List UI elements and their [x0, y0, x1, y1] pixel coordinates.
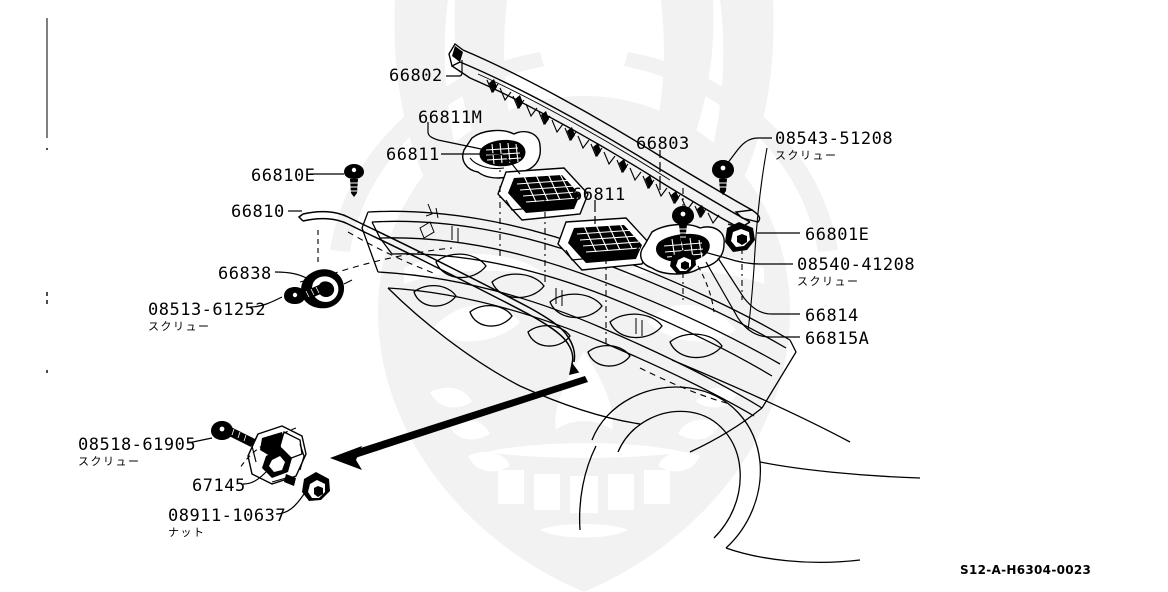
part-number: 66801E — [805, 225, 870, 245]
fender-wheel-arch — [578, 359, 921, 563]
part-kana-screw: スクリュー — [78, 454, 141, 468]
part-67145-striker-bracket — [247, 425, 307, 486]
assembly-direction-arrow — [330, 376, 588, 470]
part-number: 66814 — [805, 306, 859, 326]
label-67145: 67145 — [192, 476, 246, 496]
label-08540-41208: 08540-41208 スクリュー — [797, 255, 916, 288]
fastener-08911-nut — [302, 472, 330, 501]
leader-lines — [187, 60, 800, 515]
label-08911-10637: 08911-10637 ナット — [168, 506, 287, 539]
part-number: 66810E — [251, 166, 316, 186]
cowl-grille-assembly — [448, 42, 761, 229]
fastener-08518-screw — [211, 421, 255, 447]
part-number: 08518-61905 — [78, 435, 197, 455]
part-66801E-clip — [725, 222, 755, 252]
fastener-66810E-screw — [344, 164, 364, 197]
background-watermark — [330, 0, 838, 592]
fastener-08513-screw — [284, 284, 325, 304]
label-66814: 66814 — [805, 306, 859, 326]
fastener-08540-screw — [670, 206, 696, 274]
label-66811M: 66811M — [418, 108, 483, 128]
part-number: 66802 — [389, 66, 443, 86]
part-kana-screw: スクリュー — [775, 148, 838, 162]
part-number: 66810 — [231, 202, 285, 222]
part-number: 66815A — [805, 329, 870, 349]
label-08513-61252: 08513-61252 スクリュー — [148, 300, 267, 333]
part-number: 08513-61252 — [148, 300, 267, 320]
label-66810E: 66810E — [251, 166, 316, 186]
label-66803: 66803 — [636, 134, 690, 154]
label-66815A: 66815A — [805, 329, 870, 349]
part-66811-louver-middle — [557, 217, 651, 271]
label-66802: 66802 — [389, 66, 443, 86]
part-number: 66811 — [386, 145, 440, 165]
diagram-footer-code: S12-A-H6304-0023 — [960, 563, 1092, 577]
part-number: 66838 — [218, 264, 272, 284]
part-66811-louver-right — [640, 223, 725, 275]
part-66810-hose — [297, 210, 580, 376]
label-08543-51208: 08543-51208 スクリュー — [775, 129, 894, 162]
fastener-08543-screw — [712, 160, 734, 195]
part-number: 66811M — [418, 108, 483, 128]
part-kana-nut: ナット — [168, 525, 206, 539]
part-kana-screw: スクリュー — [148, 319, 211, 333]
label-66810: 66810 — [231, 202, 285, 222]
part-number: 08543-51208 — [775, 129, 894, 149]
label-66811-left: 66811 — [386, 145, 440, 165]
label-66801E: 66801E — [805, 225, 870, 245]
label-66838: 66838 — [218, 264, 272, 284]
alignment-dash-lines — [239, 160, 743, 469]
part-number: 66811 — [572, 185, 626, 205]
part-number: 08540-41208 — [797, 255, 916, 275]
part-66811-louver-upper — [497, 167, 589, 221]
part-66838-grommet — [299, 269, 353, 309]
label-08518-61905: 08518-61905 スクリュー — [78, 435, 197, 468]
label-66811-mid: 66811 — [572, 185, 626, 205]
part-number: 67145 — [192, 476, 246, 496]
part-number: 66803 — [636, 134, 690, 154]
part-kana-screw: スクリュー — [797, 274, 860, 288]
part-number: 08911-10637 — [168, 506, 287, 526]
